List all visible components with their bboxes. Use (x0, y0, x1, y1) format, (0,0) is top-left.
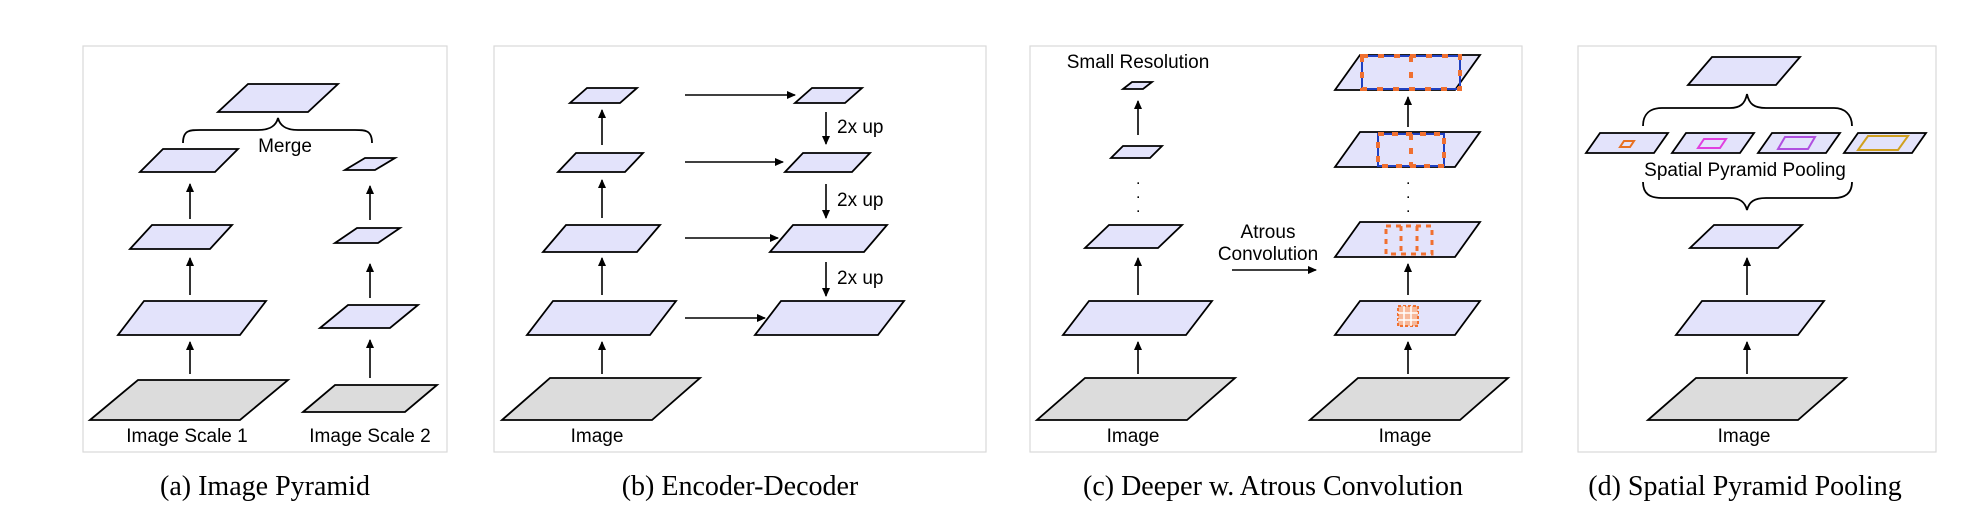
image-plane (1034, 377, 1238, 421)
feature-plane (1674, 300, 1826, 336)
image-label-left: Image (1107, 426, 1160, 447)
ellipsis-dot: . (1136, 199, 1140, 216)
pool-plane-4 (1842, 132, 1928, 154)
ellipsis-dot: . (1406, 199, 1410, 216)
atrous-kernel-rate1 (1397, 305, 1419, 327)
image-plane (1307, 377, 1511, 421)
panel-image-pyramid: Merge Image Scale 1 Image Scale 2 (a) Im… (82, 45, 448, 502)
encoder-plane (567, 87, 640, 104)
decoder-plane (768, 224, 889, 253)
image-label: Image (1718, 426, 1771, 447)
feature-plane (1687, 224, 1805, 249)
image-scale1-plane (87, 379, 291, 421)
ellipsis-dot: . (1136, 171, 1140, 188)
pool-plane-1 (1584, 132, 1670, 154)
atrous-feature-plane (1333, 131, 1482, 168)
atrous-label-line1: Atrous (1241, 222, 1296, 243)
image-scale2-label: Image Scale 2 (309, 426, 430, 447)
atrous-feature-plane (1333, 221, 1482, 258)
feature-plane (1082, 224, 1185, 249)
image-plane (1645, 377, 1849, 421)
caption-c: (c) Deeper w. Atrous Convolution (1083, 471, 1463, 502)
atrous-kernel-rate8 (1360, 54, 1462, 91)
image-label: Image (571, 426, 624, 447)
encoder-plane (525, 300, 678, 336)
feature-plane (1061, 300, 1214, 336)
caption-b: (b) Encoder-Decoder (622, 471, 859, 502)
spp-label: Spatial Pyramid Pooling (1644, 160, 1846, 181)
feature-plane (116, 300, 268, 336)
caption-d: (d) Spatial Pyramid Pooling (1588, 471, 1901, 502)
atrous-kernel-rate4 (1376, 132, 1446, 168)
feature-plane (127, 224, 235, 250)
encoder-plane (541, 224, 662, 253)
decoder-plane (782, 152, 873, 173)
upsample-label: 2x up (837, 190, 883, 211)
feature-plane (137, 148, 241, 173)
small-resolution-plane (1120, 81, 1155, 90)
decoder-plane (753, 300, 906, 336)
panel-spp: Spatial Pyramid Pooling Image (d) Spatia… (1577, 45, 1937, 502)
caption-a: (a) Image Pyramid (160, 471, 370, 502)
merge-label: Merge (258, 136, 312, 157)
feature-plane (1108, 145, 1165, 159)
small-resolution-label: Small Resolution (1067, 52, 1210, 73)
spp-output-plane (1686, 56, 1802, 86)
ellipsis-dot: . (1136, 185, 1140, 202)
merged-feature-plane (215, 83, 341, 113)
pool-plane-3 (1756, 132, 1842, 154)
panel-atrous: . . . Small Resolution Atrous Convolutio… (1029, 45, 1523, 502)
feature-plane (317, 304, 421, 329)
pool-plane-2 (1670, 132, 1756, 154)
ellipsis-dot: . (1406, 185, 1410, 202)
image-scale2-plane (300, 384, 440, 413)
panel-encoder-decoder: 2x up 2x up 2x up Image (b) Encoder-Deco… (493, 45, 987, 502)
merge-brace (182, 117, 373, 144)
encoder-plane (555, 152, 646, 173)
image-label-right: Image (1379, 426, 1432, 447)
image-scale1-label: Image Scale 1 (126, 426, 247, 447)
spp-lower-brace (1642, 181, 1853, 211)
upsample-label: 2x up (837, 268, 883, 289)
feature-plane (332, 227, 403, 244)
ellipsis-dot: . (1406, 171, 1410, 188)
atrous-label-line2: Convolution (1218, 244, 1318, 265)
spp-upper-brace (1642, 93, 1853, 127)
decoder-plane (792, 87, 865, 104)
upsample-label: 2x up (837, 117, 883, 138)
feature-plane (341, 157, 399, 171)
atrous-kernel-rate2 (1384, 224, 1434, 256)
image-plane (499, 377, 703, 421)
